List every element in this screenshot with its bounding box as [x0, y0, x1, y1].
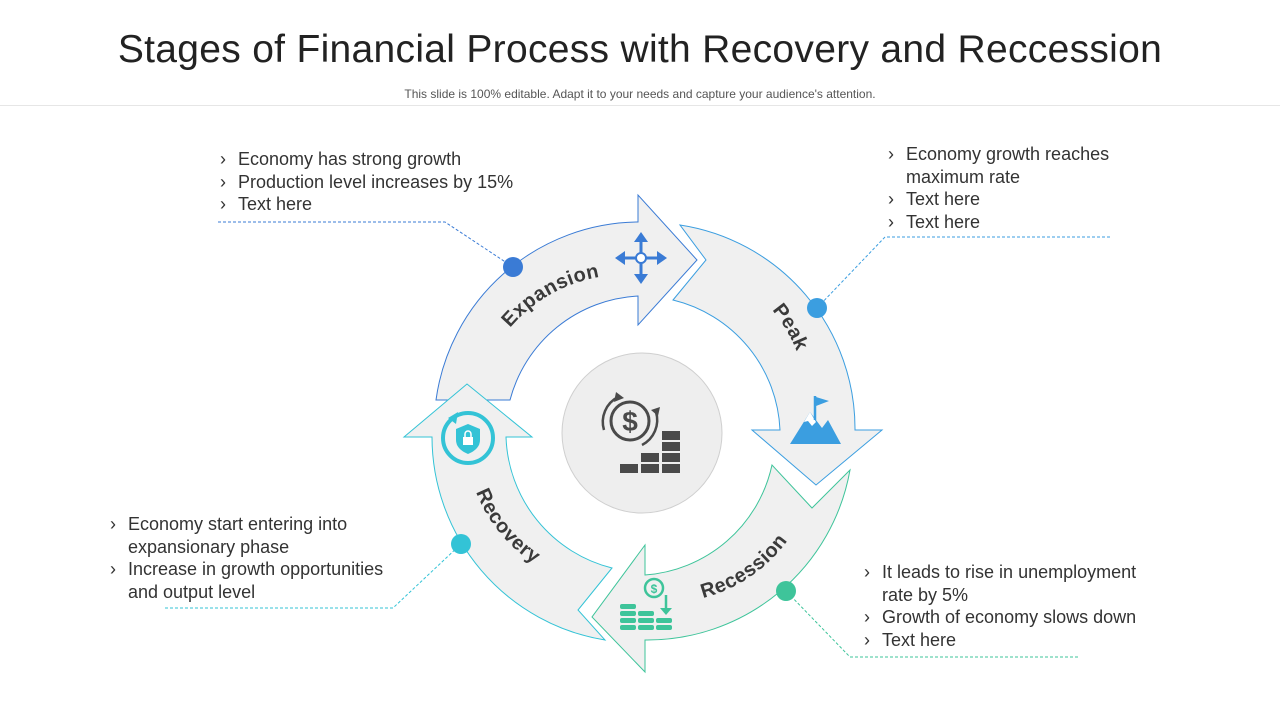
bullet-item: Economy has strong growth	[218, 148, 548, 171]
dollar-cycle-growth-icon: $	[601, 392, 680, 473]
center-circle	[561, 352, 723, 514]
header-divider	[0, 105, 1280, 106]
bullet-item: It leads to rise in unemployment rate by…	[862, 561, 1162, 606]
bullet-item: Economy growth reaches maximum rate	[886, 143, 1136, 188]
dollar-down-coins-icon: $	[620, 577, 672, 630]
bullet-item: Economy start entering into expansionary…	[108, 513, 408, 558]
bullet-item: Text here	[218, 193, 548, 216]
page-title: Stages of Financial Process with Recover…	[117, 28, 1163, 71]
bullet-item: Text here	[886, 211, 1136, 234]
peak-text-block: Economy growth reaches maximum rate Text…	[886, 143, 1136, 233]
connector-recession	[785, 590, 1078, 658]
connector-lines	[165, 221, 1110, 658]
recession-text-block: It leads to rise in unemployment rate by…	[862, 561, 1162, 651]
bullet-item: Growth of economy slows down	[862, 606, 1162, 629]
dot-peak	[807, 298, 827, 318]
bullet-item: Text here	[886, 188, 1136, 211]
svg-text:$: $	[651, 582, 658, 596]
mountain-flag-icon	[790, 396, 841, 444]
dot-recovery	[451, 534, 471, 554]
page-subtitle: This slide is 100% editable. Adapt it to…	[404, 87, 876, 101]
svg-text:$: $	[622, 406, 638, 437]
arrow-recovery	[402, 383, 613, 641]
bullet-item: Production level increases by 15%	[218, 171, 548, 194]
move-arrows-icon	[615, 232, 667, 284]
recovery-text-block: Economy start entering into expansionary…	[108, 513, 408, 603]
arrow-peak	[672, 224, 884, 486]
dot-recession	[776, 581, 796, 601]
connector-peak	[816, 236, 1110, 309]
connector-recovery	[165, 543, 462, 609]
connector-expansion	[218, 221, 514, 268]
shield-lock-cycle-icon	[441, 411, 495, 465]
arrow-expansion	[435, 193, 698, 401]
expansion-text-block: Economy has strong growth Production lev…	[218, 148, 548, 216]
bullet-item: Text here	[862, 629, 1162, 652]
bullet-item: Increase in growth opportunities and out…	[108, 558, 408, 603]
dot-expansion	[503, 257, 523, 277]
